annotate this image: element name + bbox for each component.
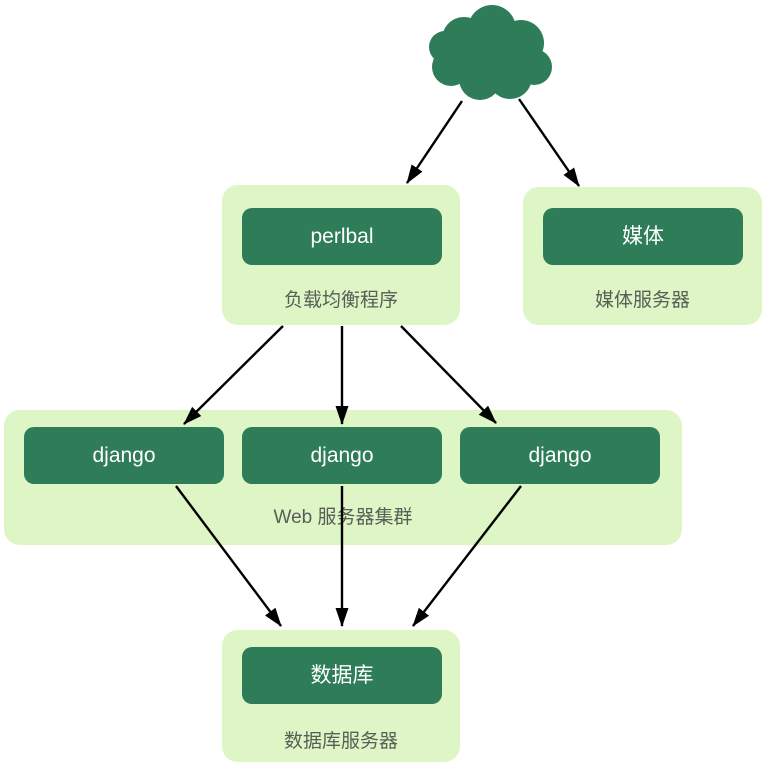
cluster-database-server: 数据库 数据库服务器	[222, 630, 460, 762]
cluster-web-servers: django django django Web 服务器集群	[4, 410, 682, 545]
node-django-1: django	[24, 427, 224, 484]
node-django-3: django	[460, 427, 660, 484]
node-database: 数据库	[242, 647, 442, 704]
node-media: 媒体	[543, 208, 743, 265]
edge-perlbal-django3	[400, 325, 497, 424]
node-perlbal: perlbal	[242, 208, 442, 265]
edge-cloud-media	[518, 98, 580, 187]
cluster-load-balancer-caption: 负载均衡程序	[283, 290, 398, 311]
internet-cloud-icon	[429, 5, 552, 100]
cluster-database-server-caption: 数据库服务器	[283, 731, 398, 752]
cluster-load-balancer: perlbal 负载均衡程序	[222, 185, 460, 325]
cluster-media-server-caption: 媒体服务器	[594, 290, 690, 311]
node-django-2: django	[242, 427, 442, 484]
cluster-web-servers-caption: Web 服务器集群	[273, 507, 413, 528]
edge-cloud-perlbal	[406, 100, 463, 184]
cluster-media-server: 媒体 媒体服务器	[523, 187, 762, 325]
